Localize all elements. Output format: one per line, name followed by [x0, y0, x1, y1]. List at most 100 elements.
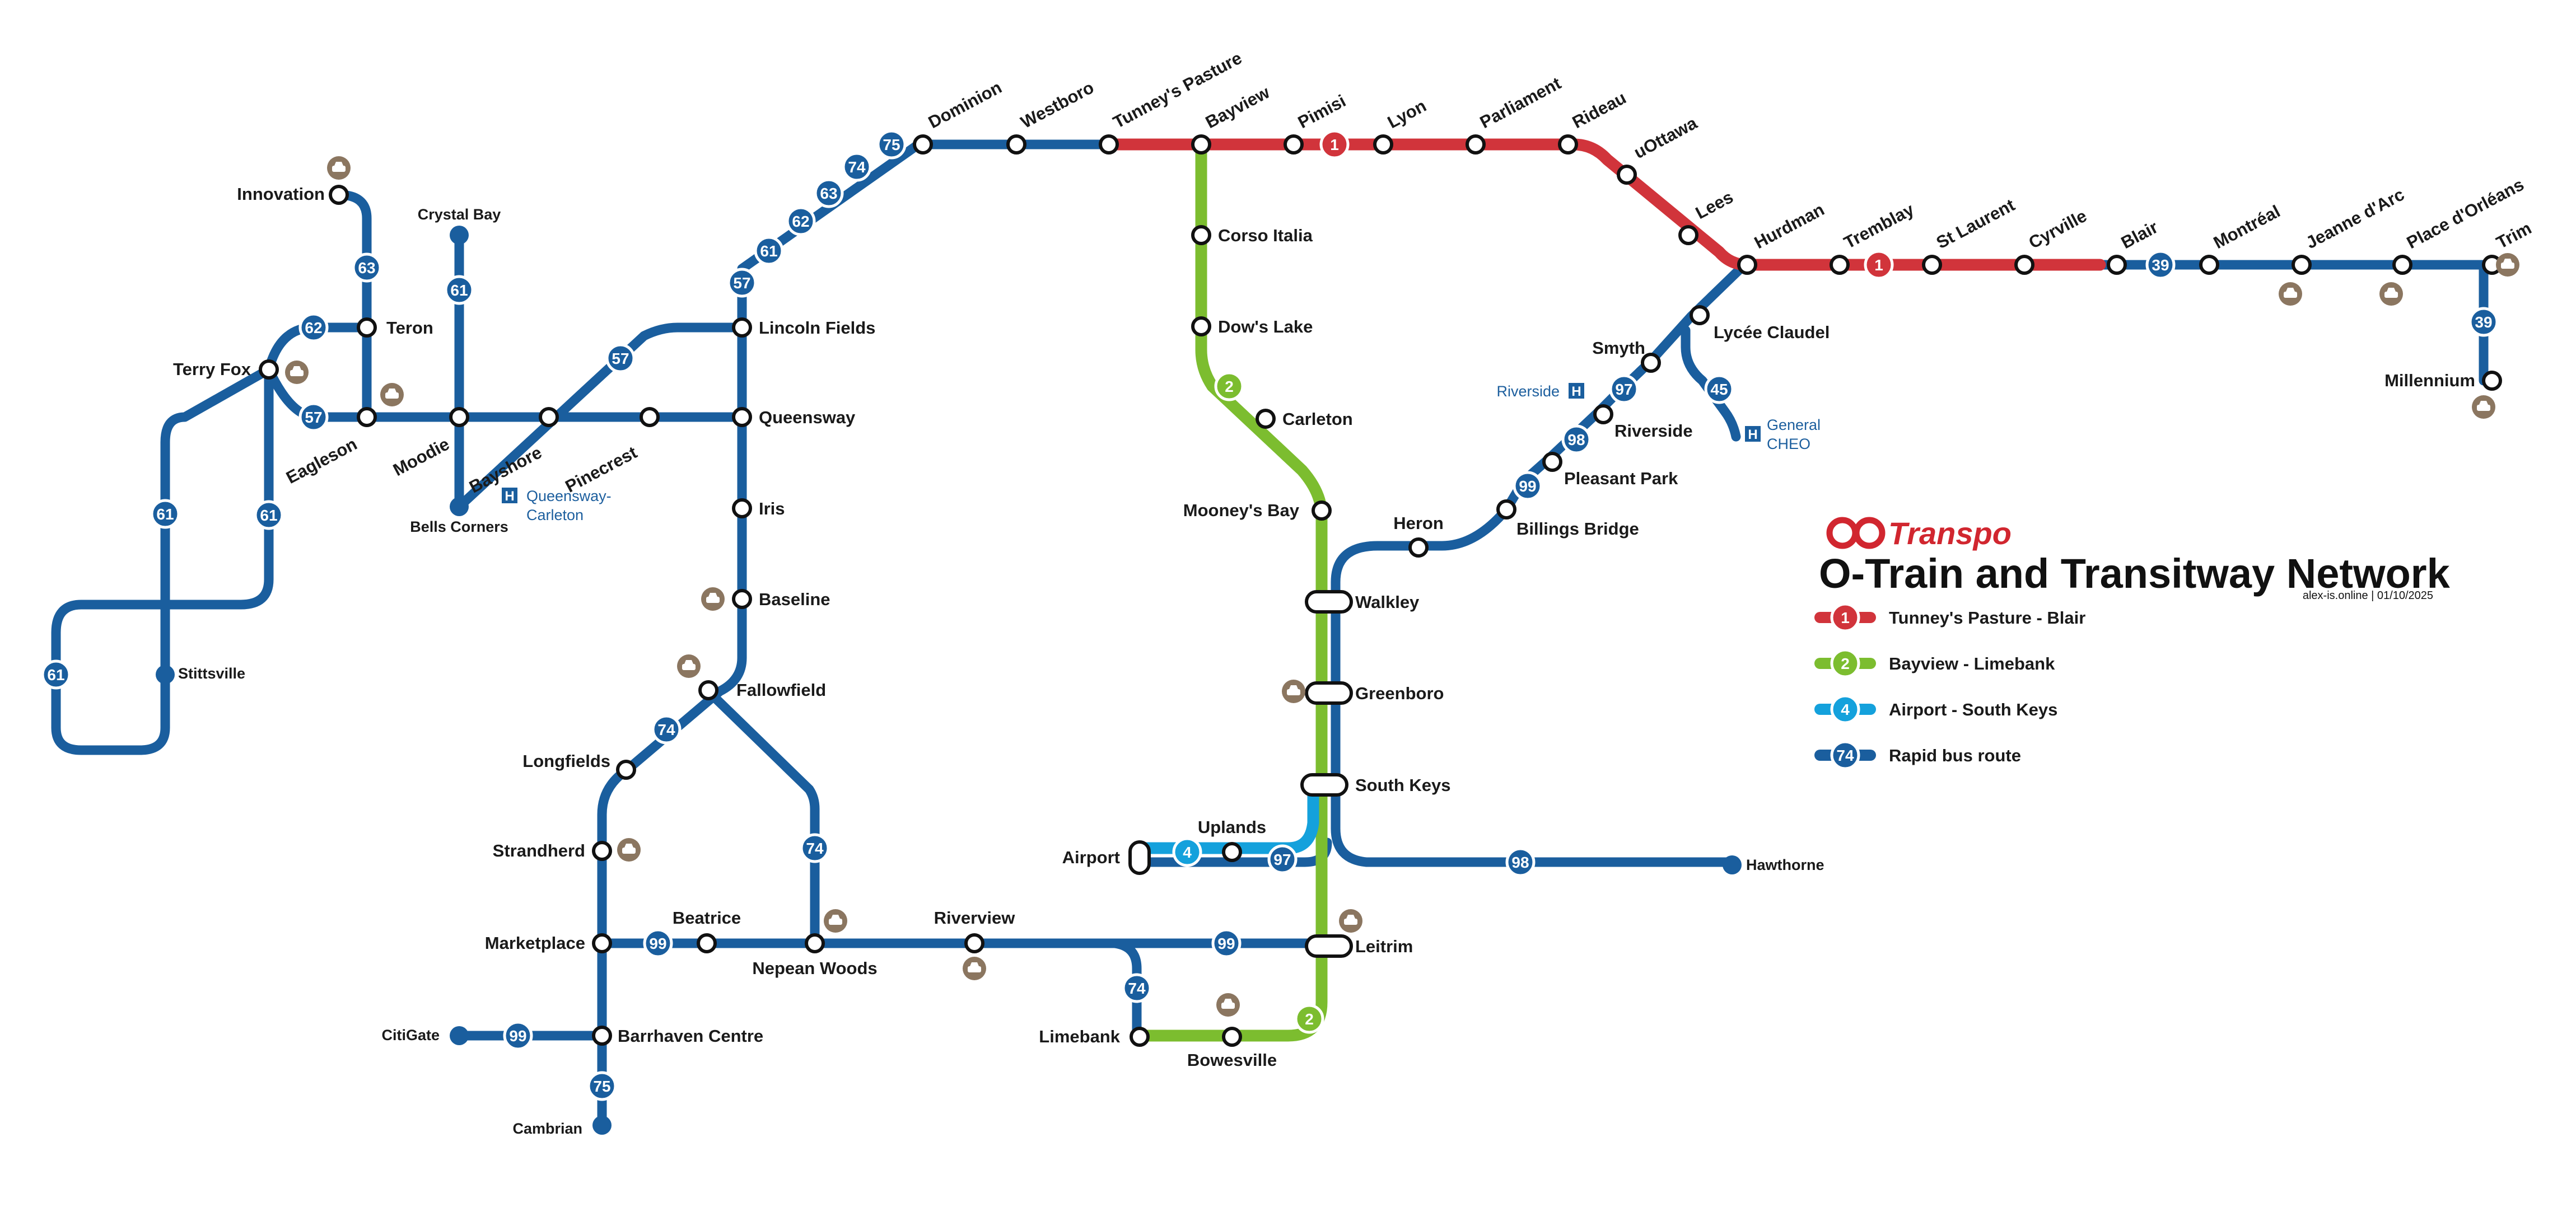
route-98-badge[interactable]: 98	[1561, 424, 1592, 455]
route-74-badge[interactable]: 74	[651, 714, 682, 745]
route-74-badge[interactable]: 74	[1122, 973, 1152, 1003]
route-39-badge[interactable]: 39	[2145, 250, 2176, 280]
station-walkley-marker[interactable]	[1305, 590, 1353, 614]
station-cyrville-marker[interactable]	[2014, 255, 2034, 275]
route-57-line[interactable]	[454, 322, 747, 512]
station-dow-s-lake-marker[interactable]	[1191, 316, 1211, 336]
route-45-badge[interactable]: 45	[1704, 374, 1734, 404]
station-beatrice-marker[interactable]	[697, 933, 717, 953]
station-westboro-marker[interactable]	[1006, 134, 1026, 155]
station-riverview-marker[interactable]	[964, 933, 984, 953]
station-greenboro-marker[interactable]	[1305, 681, 1353, 705]
route-1-badge[interactable]: 1	[1864, 250, 1894, 280]
fallowfield-74-line[interactable]	[703, 686, 820, 948]
station-dominion-marker[interactable]	[913, 134, 933, 155]
route-99-west-line[interactable]	[597, 938, 1142, 1043]
route-75-badge[interactable]: 75	[587, 1071, 617, 1101]
station-smyth-marker[interactable]	[1641, 353, 1661, 373]
station-bayshore-marker[interactable]	[539, 407, 559, 427]
route-2-badge[interactable]: 2	[1294, 1004, 1324, 1034]
station-queensway-marker[interactable]	[732, 407, 752, 427]
station-strandherd-marker[interactable]	[592, 841, 612, 861]
route-45-line[interactable]	[1681, 325, 1741, 442]
station-uplands-marker[interactable]	[1222, 842, 1242, 862]
route-97-badge[interactable]: 97	[1609, 374, 1639, 404]
station-teron-marker[interactable]	[357, 317, 377, 338]
station-eagleson-marker[interactable]	[357, 407, 377, 427]
station-iris-marker[interactable]	[732, 498, 752, 518]
route-75-badge[interactable]: 75	[876, 129, 907, 160]
station-terry-fox-marker[interactable]	[259, 359, 279, 380]
station-bowesville-marker[interactable]	[1222, 1027, 1242, 1047]
station-crystal-bay-marker[interactable]	[450, 226, 469, 245]
station-lyon-marker[interactable]	[1373, 134, 1393, 155]
station-pleasant-park-marker[interactable]	[1542, 452, 1562, 472]
station-billings-bridge-marker[interactable]	[1496, 499, 1516, 520]
station-citigate-marker[interactable]	[450, 1026, 469, 1045]
station-south-keys-marker[interactable]	[1300, 773, 1348, 797]
route-2-badge[interactable]: 2	[1214, 371, 1244, 401]
station-bayview-marker[interactable]	[1191, 134, 1211, 155]
station-uottawa-marker[interactable]	[1617, 165, 1637, 185]
route-61-badge[interactable]: 61	[150, 499, 180, 529]
route-4-badge[interactable]: 4	[1172, 837, 1202, 867]
station-longfields-marker[interactable]	[616, 760, 636, 780]
route-61-badge[interactable]: 61	[41, 659, 71, 690]
station-marketplace-marker[interactable]	[592, 933, 612, 953]
route-61-badge[interactable]: 61	[254, 500, 284, 530]
route-99-badge[interactable]: 99	[643, 928, 673, 958]
station-lees-marker[interactable]	[1678, 225, 1698, 245]
route-39-badge[interactable]: 39	[2468, 307, 2499, 337]
station-lincoln-fields-marker[interactable]	[732, 317, 752, 338]
station-moodie-marker[interactable]	[449, 407, 469, 427]
route-63-badge[interactable]: 63	[814, 178, 844, 208]
station-innovation-marker[interactable]	[329, 185, 349, 205]
route-63-badge[interactable]: 63	[352, 252, 382, 283]
station-heron-marker[interactable]	[1408, 537, 1429, 558]
route-62-line[interactable]	[51, 322, 372, 755]
route-74-badge[interactable]: 74	[800, 833, 830, 863]
line-4-line[interactable]	[1136, 778, 1319, 854]
station-carleton-marker[interactable]	[1256, 409, 1276, 429]
route-61-badge[interactable]: 61	[444, 275, 474, 305]
station-riverside-marker[interactable]	[1593, 404, 1613, 424]
route-74-badge[interactable]: 74	[842, 152, 872, 182]
station-limebank-marker[interactable]	[1130, 1027, 1150, 1047]
route-99-badge[interactable]: 99	[1211, 928, 1242, 958]
route-62-badge[interactable]: 62	[298, 312, 329, 343]
route-1-badge[interactable]: 1	[1319, 129, 1350, 160]
station-corso-italia-marker[interactable]	[1191, 225, 1211, 245]
station-cambrian-marker[interactable]	[592, 1116, 612, 1135]
station-st-laurent-marker[interactable]	[1922, 255, 1942, 275]
station-leitrim-marker[interactable]	[1305, 934, 1353, 958]
station-pinecrest-marker[interactable]	[640, 407, 660, 427]
station-parliament-marker[interactable]	[1466, 134, 1486, 155]
station-millennium-marker[interactable]	[2482, 371, 2502, 391]
route-57-61-62-63-75-line[interactable]	[737, 139, 923, 333]
route-57-badge[interactable]: 57	[727, 268, 757, 298]
route-57-badge[interactable]: 57	[298, 402, 329, 432]
station-lycee-claudel-marker[interactable]	[1690, 305, 1710, 325]
route-57-badge[interactable]: 57	[605, 343, 636, 373]
station-mooney-s-bay-marker[interactable]	[1312, 500, 1332, 521]
station-hawthorne-marker[interactable]	[1723, 855, 1742, 874]
route-62-badge[interactable]: 62	[786, 206, 816, 236]
station-place-d-orleans-marker[interactable]	[2392, 255, 2412, 275]
route-61-badge[interactable]: 61	[754, 236, 784, 266]
station-barrhaven-centre-marker[interactable]	[592, 1026, 612, 1046]
station-bells-corners-marker[interactable]	[450, 497, 469, 516]
route-98-badge[interactable]: 98	[1505, 847, 1536, 877]
station-blair-marker[interactable]	[2107, 255, 2127, 275]
route-63-line[interactable]	[334, 190, 391, 422]
station-baseline-marker[interactable]	[732, 589, 752, 609]
route-97-badge[interactable]: 97	[1267, 844, 1298, 874]
route-99-badge[interactable]: 99	[503, 1021, 533, 1051]
station-pimisi-marker[interactable]	[1284, 134, 1304, 155]
station-jeanne-d-arc-marker[interactable]	[2292, 255, 2312, 275]
route-39-line[interactable]	[2095, 260, 2489, 386]
station-rideau-marker[interactable]	[1558, 134, 1578, 155]
station-hurdman-marker[interactable]	[1737, 255, 1757, 275]
station-airport-marker[interactable]	[1128, 840, 1151, 875]
station-stittsville-marker[interactable]	[156, 665, 175, 684]
station-tremblay-marker[interactable]	[1830, 255, 1850, 275]
